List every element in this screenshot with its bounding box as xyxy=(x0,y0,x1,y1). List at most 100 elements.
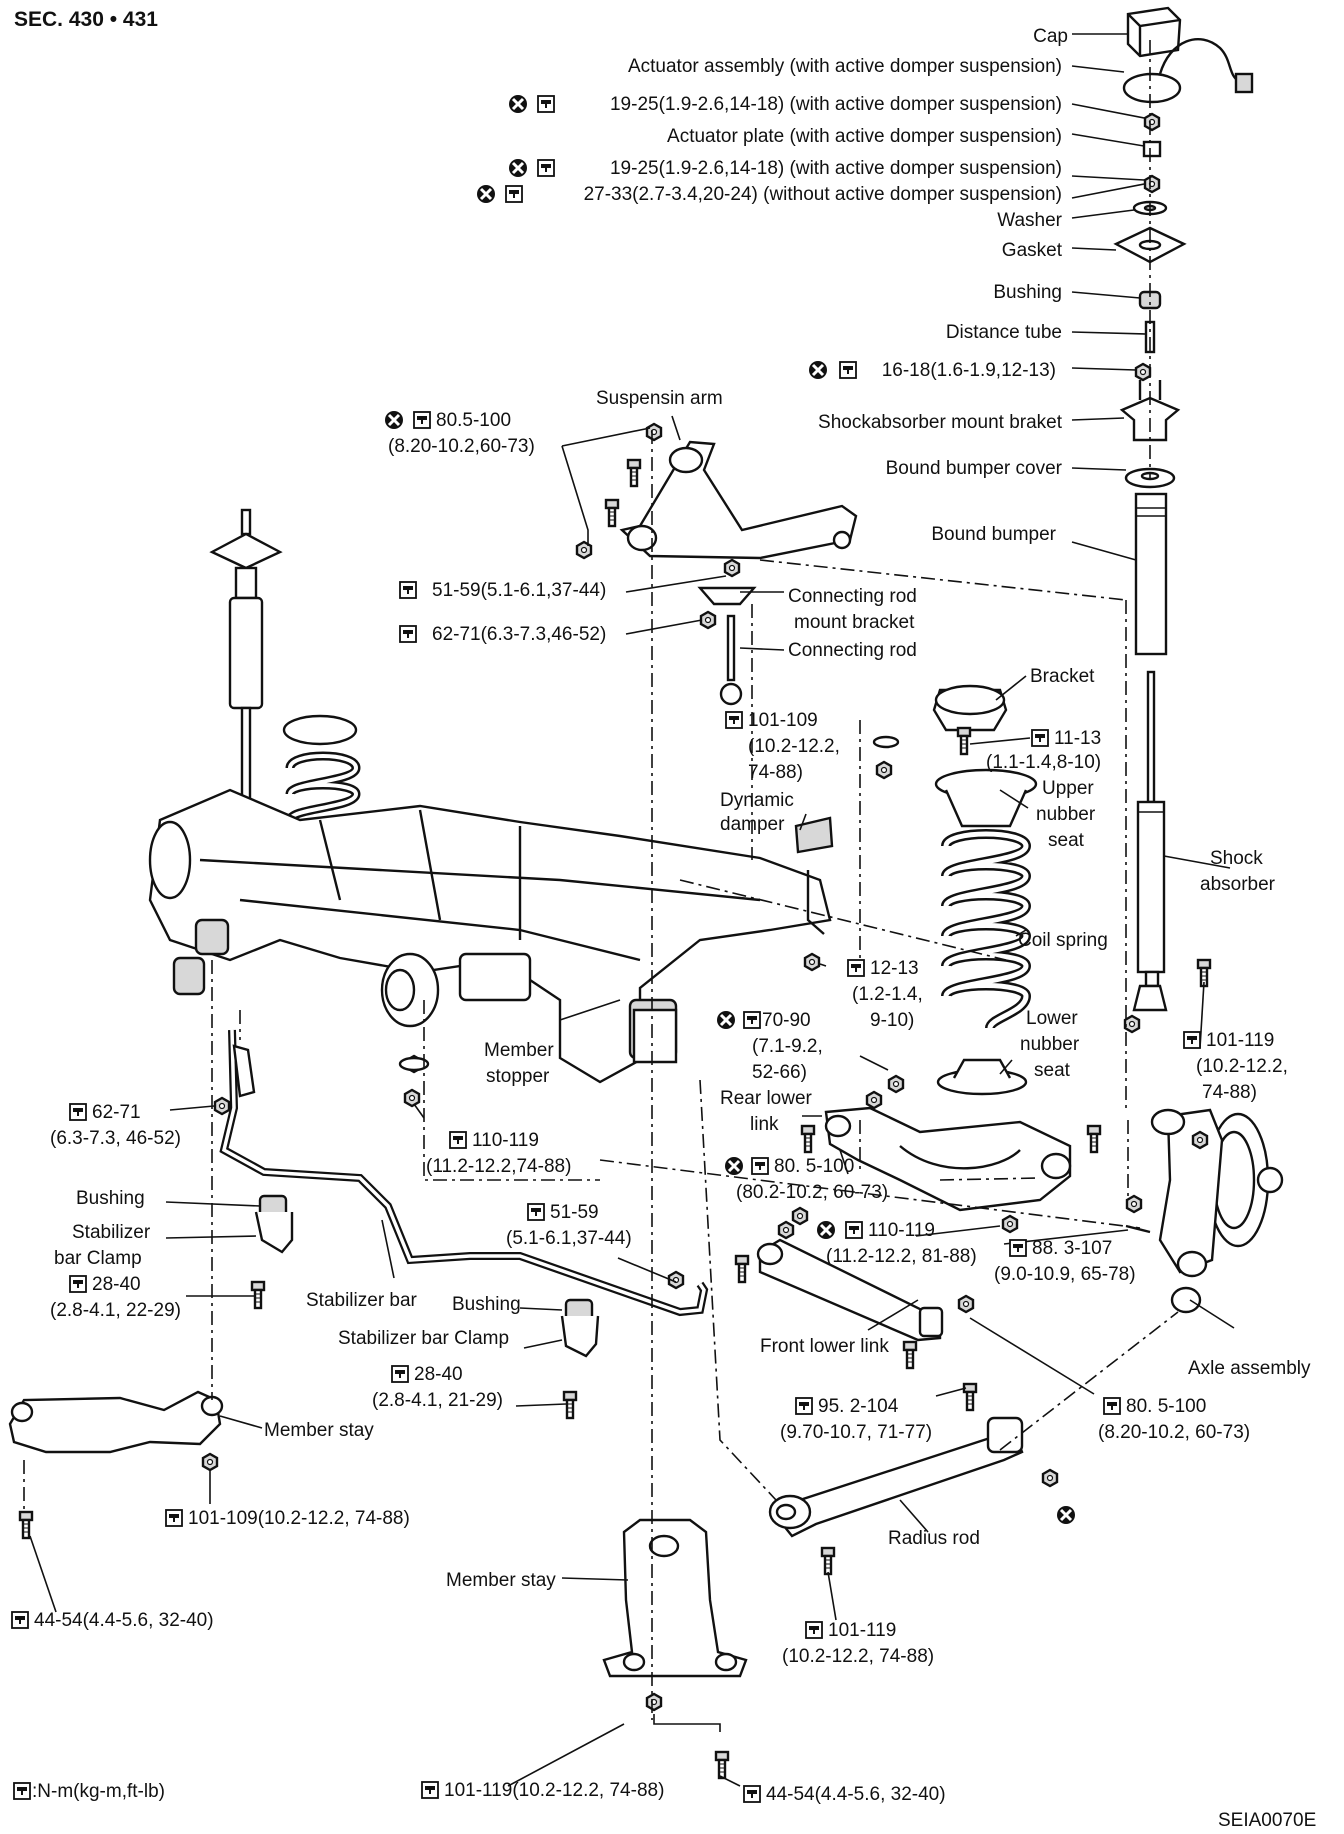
assembly-lines xyxy=(23,40,1179,1720)
label-torque-70-90-sub1: (7.1-9.2, xyxy=(752,1036,823,1057)
label-distance-tube: Distance tube xyxy=(946,322,1062,343)
wrench-icon xyxy=(399,625,417,643)
wrench-icon xyxy=(1183,1031,1201,1049)
label-member-stay-left: Member stay xyxy=(264,1420,374,1441)
label-torque-110-119-a-sub: (11.2-12.2,74-88) xyxy=(426,1156,571,1177)
label-torque-101-109-b: 101-109(10.2-12.2, 74-88) xyxy=(188,1508,410,1529)
label-shock-2: absorber xyxy=(1200,874,1276,895)
label-torque-101-119-c-sub: (10.2-12.2, 74-88) xyxy=(782,1646,934,1667)
label-torque-12-13-sub1: (1.2-1.4, xyxy=(852,984,923,1005)
label-lower-seat-3: seat xyxy=(1034,1060,1071,1081)
label-bushing-left: Bushing xyxy=(76,1188,145,1209)
label-actuator-assembly: Actuator assembly (with active domper su… xyxy=(628,56,1062,77)
replace-icon xyxy=(507,93,529,115)
left-strut xyxy=(209,508,361,823)
replace-icon xyxy=(715,1009,737,1031)
label-bushing-top: Bushing xyxy=(993,282,1062,303)
label-torque-19-25-a: 19-25(1.9-2.6,14-18) (with active domper… xyxy=(610,94,1062,115)
stabilizer-clamp-right-part xyxy=(560,1315,600,1358)
label-torque-19-25-b: 19-25(1.9-2.6,14-18) (with active domper… xyxy=(610,158,1062,179)
suspension-arm xyxy=(575,422,858,560)
label-torque-44-54-b: 44-54(4.4-5.6, 32-40) xyxy=(766,1784,946,1805)
dynamic-damper xyxy=(794,735,900,972)
label-conn-rod-bracket-2: mount bracket xyxy=(794,612,915,633)
label-torque-80-100-a-sub: (8.20-10.2,60-73) xyxy=(388,436,535,457)
replace-icon xyxy=(807,359,829,381)
label-bushing-mid: Bushing xyxy=(452,1294,521,1315)
label-torque-80-100-c: 80. 5-100 xyxy=(1126,1396,1206,1417)
label-torque-28-40-a: 28-40 xyxy=(92,1274,141,1295)
label-torque-62-71-b-sub: (6.3-7.3, 46-52) xyxy=(50,1128,181,1149)
wrench-icon xyxy=(391,1365,409,1383)
cap-part xyxy=(1126,6,1182,58)
label-torque-101-119-d: 101-119(10.2-12.2, 74-88) xyxy=(444,1780,664,1801)
wrench-icon xyxy=(795,1397,813,1415)
label-torque-11-13: 11-13 xyxy=(1054,728,1101,749)
label-torque-101-119-r: 101-119 xyxy=(1206,1030,1274,1051)
wrench-icon xyxy=(1009,1239,1027,1257)
label-torque-110-119-b-sub: (11.2-12.2, 81-88) xyxy=(826,1246,977,1267)
coil-spring-part xyxy=(941,829,1032,1030)
label-torque-95-104-sub: (9.70-10.7, 71-77) xyxy=(780,1422,932,1443)
label-member-stopper-1: Member xyxy=(484,1040,554,1061)
actuator-part xyxy=(1122,72,1182,104)
label-cap: Cap xyxy=(1033,26,1068,47)
wrench-icon xyxy=(805,1621,823,1639)
label-torque-62-71-a: 62-71(6.3-7.3,46-52) xyxy=(432,624,606,645)
label-torque-70-90-sub2: 52-66) xyxy=(752,1062,807,1083)
shock-absorber-part xyxy=(1136,800,1166,974)
wrench-icon xyxy=(449,1131,467,1149)
wrench-icon xyxy=(69,1103,87,1121)
stabilizer-bar xyxy=(213,1029,709,1420)
wrench-icon xyxy=(725,711,743,729)
label-torque-80-100-c-sub: (8.20-10.2, 60-73) xyxy=(1098,1422,1250,1443)
label-actuator-plate: Actuator plate (with active domper suspe… xyxy=(667,126,1062,147)
label-bound-bumper: Bound bumper xyxy=(931,524,1056,545)
label-suspension-arm: Suspensin arm xyxy=(596,388,723,409)
wrench-icon xyxy=(11,1611,29,1629)
label-torque-51-59-b-sub: (5.1-6.1,37-44) xyxy=(506,1228,632,1249)
label-rear-lower-1: Rear lower xyxy=(720,1088,813,1109)
wrench-icon xyxy=(421,1781,439,1799)
replace-icon xyxy=(815,1219,837,1241)
label-torque-27-33: 27-33(2.7-3.4,20-24) (without active dom… xyxy=(584,184,1062,205)
label-dynamic-damper-1: Dynamic xyxy=(720,790,794,811)
label-lower-seat-1: Lower xyxy=(1026,1008,1078,1029)
label-torque-70-90: 70-90 xyxy=(762,1010,811,1031)
label-front-lower-link: Front lower link xyxy=(760,1336,889,1357)
wrench-icon xyxy=(839,361,857,379)
label-upper-seat-3: seat xyxy=(1048,830,1085,851)
label-torque-88-107-sub: (9.0-10.9, 65-78) xyxy=(994,1264,1136,1285)
label-washer: Washer xyxy=(997,210,1062,231)
label-torque-110-119-a: 110-119 xyxy=(472,1130,539,1151)
label-upper-seat-2: nubber xyxy=(1036,804,1096,825)
label-torque-110-119-b: 110-119 xyxy=(868,1220,935,1241)
label-torque-95-104: 95. 2-104 xyxy=(818,1396,899,1417)
actuator-plate-part xyxy=(1142,140,1162,158)
wrench-icon xyxy=(743,1785,761,1803)
wrench-icon xyxy=(847,959,865,977)
wrench-icon xyxy=(743,1011,761,1029)
label-gasket: Gasket xyxy=(1002,240,1063,261)
wrench-icon xyxy=(165,1509,183,1527)
label-stab-clamp-mid: Stabilizer bar Clamp xyxy=(338,1328,509,1349)
wrench-icon xyxy=(537,95,555,113)
label-torque-101-109-a-sub2: 74-88) xyxy=(748,762,803,783)
replace-icon xyxy=(383,409,405,431)
label-torque-12-13: 12-13 xyxy=(870,958,919,979)
label-member-stopper-2: stopper xyxy=(486,1066,550,1087)
label-torque-101-119-r-sub1: (10.2-12.2, xyxy=(1196,1056,1288,1077)
wrench-icon xyxy=(399,581,417,599)
member-stopper xyxy=(398,1008,678,1108)
label-torque-88-107: 88. 3-107 xyxy=(1032,1238,1112,1259)
label-torque-16-18: 16-18(1.6-1.9,12-13) xyxy=(882,360,1056,381)
label-torque-80-100-a: 80.5-100 xyxy=(436,410,511,431)
bound-bumper-part xyxy=(1134,492,1168,656)
figure-code: SEIA0070E xyxy=(1218,1810,1316,1831)
axle-assembly xyxy=(1125,1108,1284,1314)
label-mount-bracket: Shockabsorber mount braket xyxy=(818,412,1063,433)
label-coil-spring: Coil spring xyxy=(1018,930,1108,951)
label-torque-28-40-a-sub: (2.8-4.1, 22-29) xyxy=(50,1300,181,1321)
wrench-icon xyxy=(1103,1397,1121,1415)
